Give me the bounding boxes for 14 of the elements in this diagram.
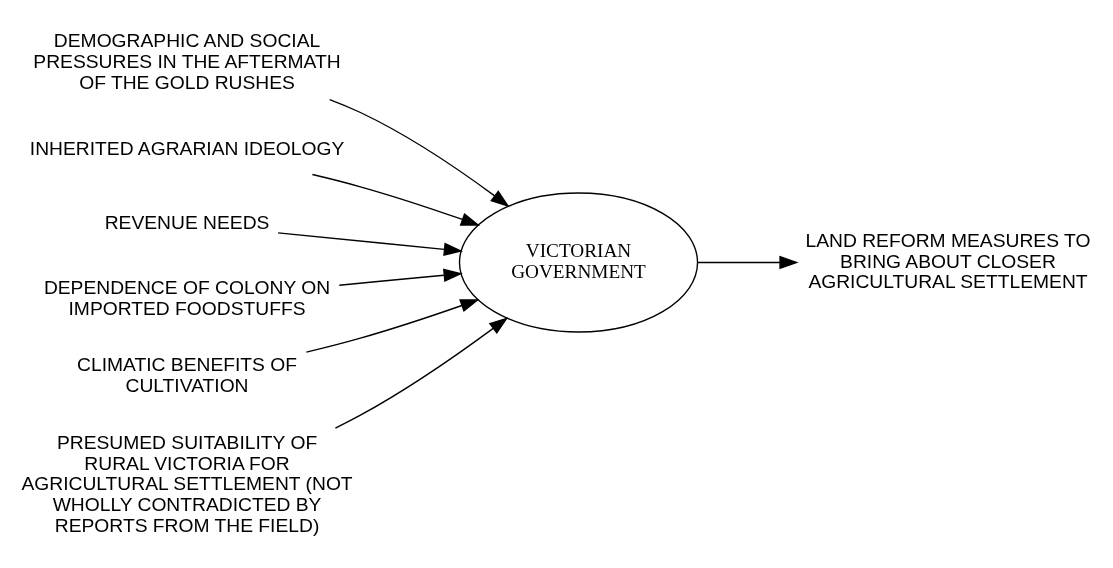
arrow [697, 255, 799, 269]
arrow [334, 316, 509, 429]
arrow [305, 298, 480, 353]
node-text: LAND REFORM MEASURES TO BRING ABOUT CLOSER AGRICULTURAL SETTLEMENT [805, 229, 1091, 292]
node-text: PRESUMED SUITABILITY OF RURAL VICTORIA FOR AGRICULTURAL SETTLEMENT (NOT WHOLLY CONTRADICTED BY REPORTS FROM THE FIELD) [21, 431, 353, 536]
arrow [311, 173, 481, 226]
node-text: DEMOGRAPHIC AND SOCIAL PRESSURES IN THE AFTERMATH OF THE GOLD RUSHES [33, 29, 341, 93]
arrow [338, 268, 463, 286]
node-text: REVENUE NEEDS [104, 211, 270, 233]
node-text: INHERITED AGRARIAN IDEOLOGY [29, 137, 345, 159]
node-text: CLIMATIC BENEFITS OF CULTIVATION [77, 353, 298, 396]
arrow [329, 98, 510, 207]
node-text: DEPENDENCE OF COLONY ON IMPORTED FOODSTUFFS [43, 276, 331, 319]
arrow [277, 231, 464, 256]
